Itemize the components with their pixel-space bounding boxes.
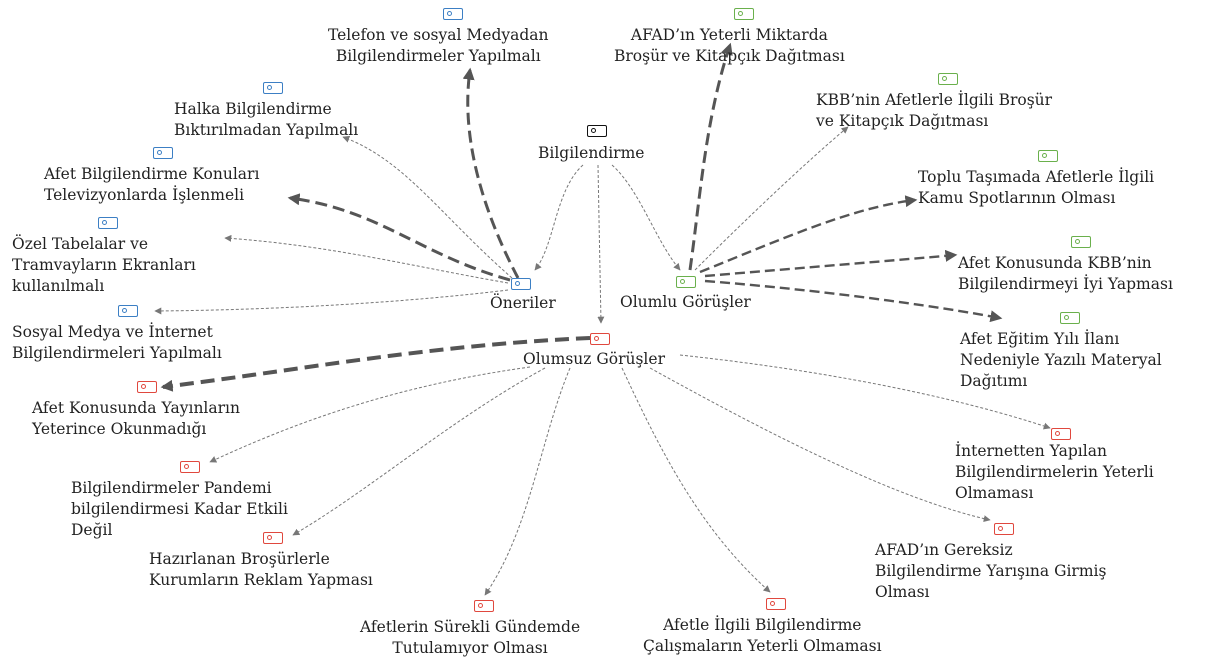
edge-olumlu-afad [688, 42, 733, 271]
node-okunmadigi[interactable]: Afet Konusunda Yayınların Yeterince Okun… [32, 399, 240, 438]
edge-olumsuz-calismalar [621, 367, 771, 593]
tag-icon [676, 276, 696, 288]
tag-icon [118, 305, 138, 317]
node-pandemi[interactable]: Bilgilendirmeler Pandemi bilgilendirmesi… [71, 479, 288, 539]
tag-icon [180, 461, 200, 473]
tag-icon [1038, 150, 1058, 162]
tag-icon [1071, 236, 1091, 248]
node-telefon-sosyal-medya[interactable]: Telefon ve sosyal Medyadan Bilgilendirme… [328, 26, 549, 65]
category-olumsuz[interactable]: Olumsuz Görüşler [523, 350, 665, 368]
tag-icon [994, 523, 1014, 535]
tag-icon [137, 381, 157, 393]
node-gundem[interactable]: Afetlerin Sürekli Gündemde Tutulamıyor O… [360, 618, 581, 657]
node-ozel-tabelalar[interactable]: Özel Tabelalar ve Tramvayların Ekranları… [12, 235, 196, 295]
edge-olumlu-kbb-brosur [694, 126, 849, 271]
node-internet[interactable]: İnternetten Yapılan Bilgilendirmelerin Y… [955, 442, 1154, 502]
tag-icon [474, 600, 494, 612]
edge-oneriler-sosyal [154, 289, 509, 315]
edge-olumsuz-gereksiz [649, 367, 991, 523]
tag-icon [263, 532, 283, 544]
node-toplu-tasima[interactable]: Toplu Taşımada Afetlerle İlgili Kamu Spo… [918, 168, 1155, 207]
node-reklam[interactable]: Hazırlanan Broşürlerle Kurumların Reklam… [149, 550, 373, 589]
tag-icon [938, 73, 958, 85]
node-gereksiz-yarisma[interactable]: AFAD’ın Gereksiz Bilgilendirme Yarışına … [875, 541, 1107, 601]
edge-oneriler-halka [342, 135, 513, 279]
edge-root-oneriler [534, 164, 584, 271]
edge-olumlu-kbb-iyi [704, 249, 958, 278]
tag-icon [734, 8, 754, 20]
edge-olumlu-toplu-tasima [699, 195, 918, 274]
node-calismalar[interactable]: Afetle İlgili Bilgilendirme Çalışmaların… [643, 616, 882, 655]
root-node-label[interactable]: Bilgilendirme [538, 144, 645, 162]
node-afad-brosur[interactable]: AFAD’ın Yeterli Miktarda Broşür ve Kitap… [614, 26, 845, 65]
category-oneriler[interactable]: Öneriler [490, 294, 556, 312]
edge-olumsuz-pandemi [209, 366, 531, 463]
tag-icon [153, 147, 173, 159]
edge-oneriler-telefon [462, 67, 520, 279]
tag-icon [766, 598, 786, 610]
edge-olumsuz-reklam [292, 367, 546, 536]
tag-icon [590, 333, 610, 345]
node-halka-bilgilendirme[interactable]: Halka Bilgilendirme Bıktırılmadan Yapılm… [174, 100, 359, 139]
edge-oneriler-tv [287, 193, 511, 282]
edge-olumsuz-okunmadigi [160, 336, 591, 392]
node-egitim-yili[interactable]: Afet Eğitim Yılı İlanı Nedeniyle Yazılı … [960, 330, 1162, 390]
node-kbb-iyi[interactable]: Afet Konusunda KBB’nin Bilgilendirmeyi İ… [958, 254, 1173, 293]
edge-oneriler-tabela [224, 234, 509, 284]
tag-icon [98, 217, 118, 229]
edge-root-olumlu [611, 164, 681, 271]
edge-root-olumsuz [597, 164, 605, 324]
edge-olumsuz-gundem [484, 367, 571, 596]
tag-icon [1051, 428, 1071, 440]
node-kbb-brosur[interactable]: KBB’nin Afetlerle İlgili Broşür ve Kitap… [816, 91, 1053, 130]
node-sosyal-medya-internet[interactable]: Sosyal Medya ve İnternet Bilgilendirmele… [12, 323, 222, 362]
category-olumlu[interactable]: Olumlu Görüşler [620, 293, 751, 311]
edge-olumsuz-internet [679, 354, 1051, 430]
node-afet-tv[interactable]: Afet Bilgilendirme Konuları Televizyonla… [44, 165, 260, 204]
tag-icon [587, 125, 607, 137]
tag-icon [511, 278, 531, 290]
tag-icon [443, 8, 463, 20]
tag-icon [1060, 312, 1080, 324]
edge-olumlu-egitim-yili [704, 279, 1003, 323]
tag-icon [263, 82, 283, 94]
